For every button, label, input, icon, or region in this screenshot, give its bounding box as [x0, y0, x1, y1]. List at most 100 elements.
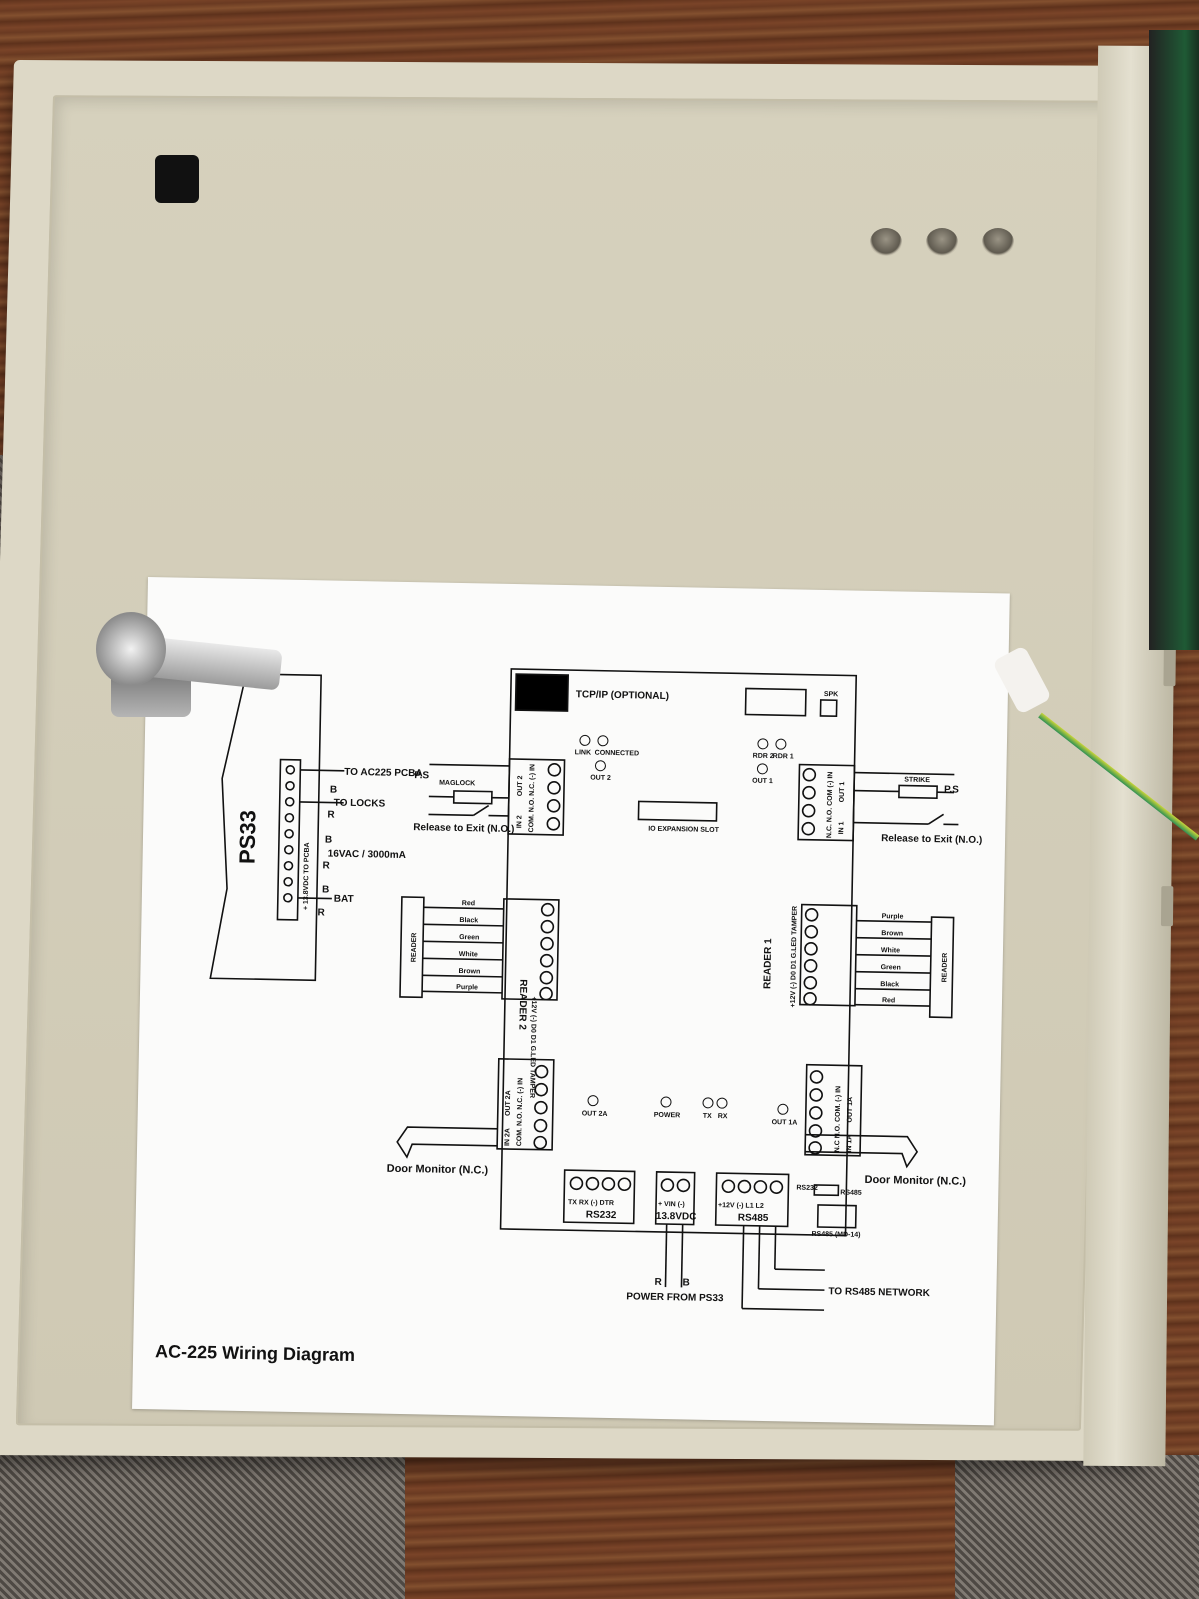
- reader2-device: [399, 896, 425, 999]
- out1a-contacts-label: N.C N.O. COM. (-) IN: [834, 1086, 842, 1153]
- rs485-network-label: TO RS485 NETWORK: [828, 1286, 930, 1299]
- reader1-wire-white: White: [881, 947, 900, 954]
- reader1-label: READER 1: [762, 938, 774, 989]
- rs485-switch-label: RS485: [840, 1189, 862, 1196]
- power-pins-label: + VIN (-): [658, 1201, 685, 1209]
- out2-label: OUT 2: [517, 775, 524, 796]
- terminal-out2-in2: [507, 758, 566, 836]
- power-from-ps33-label: POWER FROM PS33: [626, 1291, 724, 1304]
- dip-switch: [744, 687, 807, 717]
- rs232-connector: [562, 1169, 636, 1225]
- hinge-tab: [1160, 886, 1174, 927]
- reader1-wire-green: Green: [881, 964, 901, 971]
- rs232-label: RS232: [586, 1210, 617, 1222]
- reader2-device-label: READER: [411, 933, 419, 963]
- ground-lug: [992, 645, 1056, 720]
- in1a-label: IN 1A: [846, 1135, 853, 1153]
- terminal-out1a-in1a: [804, 1063, 863, 1157]
- reader1-wire-red: Red: [882, 997, 895, 1004]
- ps33-r2-label: R: [322, 860, 330, 871]
- io-slot-label: IO EXPANSION SLOT: [648, 826, 720, 834]
- to-pcba-label: TO AC225 PCBA: [344, 767, 423, 780]
- rs-switch: [813, 1184, 840, 1197]
- vent-hole: [870, 228, 902, 256]
- diagram-title: AC-225 Wiring Diagram: [155, 1341, 355, 1365]
- reader2-wire-purple: Purple: [456, 984, 478, 991]
- rs485-label: RS485: [738, 1212, 769, 1224]
- reader2-wire-green: Green: [459, 934, 479, 941]
- ps33-r3-label: R: [317, 907, 325, 918]
- cam-lock: [96, 612, 296, 722]
- led-rdr1-label: RDR 1: [773, 753, 794, 760]
- led-power-label: POWER: [654, 1112, 681, 1120]
- rs485-pins-label: +12V (-) L1 L2: [718, 1202, 764, 1210]
- door-monitor-right-label: Door Monitor (N.C.): [864, 1174, 966, 1188]
- out1-label: OUT 1: [839, 782, 846, 803]
- vac-label: 16VAC / 3000mA: [328, 849, 406, 861]
- door-monitor-arrow-left: [396, 1126, 498, 1159]
- strike-symbol: [898, 784, 938, 800]
- wiring-diagram-sheet: TCP/IP (OPTIONAL) SPK IO EXPANSION SLOT …: [132, 577, 1010, 1426]
- release-left-label: Release to Exit (N.O.): [413, 822, 514, 835]
- hinge-tab: [1163, 646, 1176, 687]
- cam-lock-cylinder: [96, 612, 166, 686]
- in2-label: IN 2: [516, 815, 523, 828]
- maglock-label: MAGLOCK: [439, 780, 475, 788]
- power-b-label: B: [682, 1277, 689, 1288]
- rs232-pins-label: TX RX (-) DTR: [568, 1199, 614, 1207]
- in1-label: IN 1: [838, 821, 845, 834]
- circuit-board-edge: [1149, 30, 1199, 650]
- out2a-contacts-label: COM. N.O. N.C. (-) IN: [516, 1078, 524, 1147]
- reader2-wire-red: Red: [462, 900, 475, 907]
- ps33-board-outline: [209, 673, 322, 982]
- tcpip-module: [514, 673, 570, 712]
- rs485-connector: [714, 1172, 790, 1228]
- release-right-label: Release to Exit (N.O.): [881, 833, 982, 846]
- led-tx-label: TX: [703, 1113, 712, 1120]
- led-rx-label: RX: [718, 1113, 728, 1120]
- ps33-terminals-label: + 13.8VDC TO PCBA: [303, 842, 311, 910]
- door-monitor-arrow-right: [805, 1133, 919, 1169]
- reader1-device: [928, 916, 955, 1019]
- out2a-label: OUT 2A: [505, 1090, 512, 1116]
- reader2-wire-white: White: [459, 951, 478, 958]
- vent-hole: [926, 228, 958, 256]
- power-voltage-label: 13.8VDC: [656, 1211, 697, 1223]
- terminal-out2a-in2a: [496, 1058, 555, 1151]
- power-r-label: R: [654, 1277, 662, 1288]
- ps33-label: PS33: [235, 810, 261, 864]
- wiring-diagram: TCP/IP (OPTIONAL) SPK IO EXPANSION SLOT …: [155, 668, 982, 1365]
- ps33-b1-label: B: [330, 785, 337, 796]
- ps-left-label: P.S: [414, 770, 429, 781]
- ps33-b3-label: B: [322, 884, 329, 895]
- ps33-terminal-strip: [276, 758, 302, 921]
- out2-contacts-label: COM. N.O. N.C. (-) IN: [528, 764, 536, 833]
- speaker-box: [819, 699, 838, 718]
- reader2-pins-label: +12V (-) D0 D1 G.LED TAMPER: [528, 996, 537, 1098]
- to-locks-label: TO LOCKS: [334, 798, 386, 810]
- ps33-r1-label: R: [327, 809, 335, 820]
- ground-lug-terminal: [992, 645, 1052, 715]
- reader1-wire-brown: Brown: [881, 930, 903, 937]
- door-monitor-left-label: Door Monitor (N.C.): [387, 1163, 489, 1177]
- rs485-md14-connector: [816, 1204, 857, 1229]
- ps33-b2-label: B: [325, 834, 332, 845]
- vent-hole: [982, 228, 1014, 256]
- reader1-device-label: READER: [941, 953, 949, 983]
- strike-label: STRIKE: [904, 777, 930, 784]
- in2a-label: IN 2A: [504, 1128, 511, 1146]
- reader1-pins-label: +12V (-) D0 D1 G.LED TAMPER: [790, 906, 799, 1008]
- terminal-out1-in1: [797, 763, 856, 842]
- reader1-wire-black: Black: [880, 981, 899, 988]
- led-out2-label: OUT 2: [590, 775, 611, 782]
- reader2-wire-black: Black: [459, 917, 478, 924]
- led-connected-label: CONNECTED: [595, 750, 639, 758]
- io-expansion-slot: [637, 800, 718, 822]
- led-out2a-label: OUT 2A: [582, 1110, 608, 1117]
- reader2-wire-brown: Brown: [458, 968, 480, 975]
- rs485-md14-label: RS485 (MD-14): [811, 1231, 860, 1239]
- led-out1-label: OUT 1: [752, 778, 773, 785]
- out1-contacts-label: N.C. N.O. COM (-) IN: [826, 772, 834, 839]
- led-link-label: LINK: [575, 749, 591, 756]
- rubber-bumper: [155, 155, 199, 203]
